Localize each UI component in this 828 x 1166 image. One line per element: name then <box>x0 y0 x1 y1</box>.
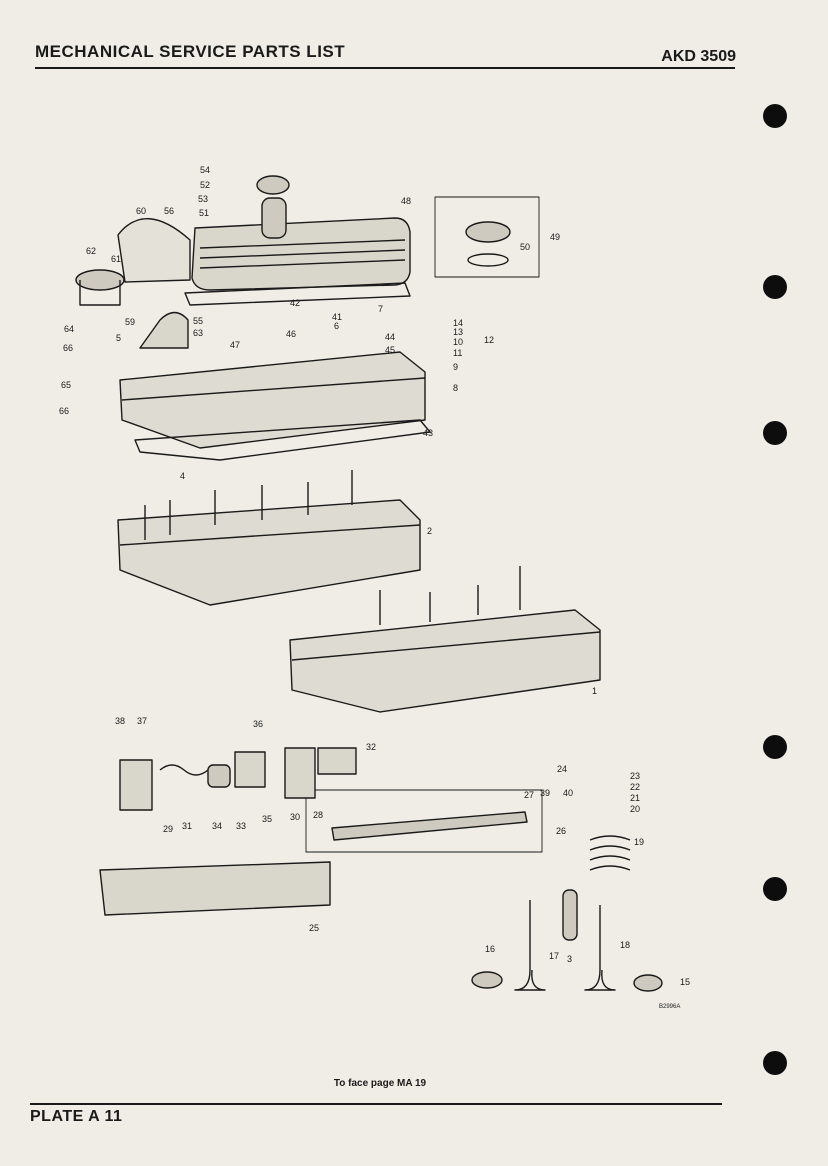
label-part: 46 <box>286 329 296 339</box>
rocker-shaft <box>331 811 528 841</box>
label-part: 41 <box>332 312 342 322</box>
punch-hole <box>763 421 787 445</box>
label-part: 62 <box>86 246 96 256</box>
plate-label: PLATE A 11 <box>30 1108 123 1125</box>
label-part: 56 <box>164 206 174 216</box>
label-part: 14 <box>453 318 463 328</box>
label-part: 44 <box>385 332 395 342</box>
label-part: 40 <box>563 788 573 798</box>
header-rule <box>35 67 735 69</box>
label-part: 45 <box>385 345 395 355</box>
cylinder-head-top <box>119 351 426 449</box>
label-part: 21 <box>630 793 640 803</box>
label-part: 39 <box>540 788 550 798</box>
label-part: 24 <box>557 764 567 774</box>
label-part: 38 <box>115 716 125 726</box>
label-part: 50 <box>520 242 530 252</box>
label-part: 66 <box>59 406 69 416</box>
label-part: 43 <box>423 428 433 438</box>
label-part: 63 <box>193 328 203 338</box>
label-part: 49 <box>550 232 560 242</box>
label-part: 17 <box>549 951 559 961</box>
label-part: 23 <box>630 771 640 781</box>
label-part: 11 <box>453 348 462 358</box>
label-part: 36 <box>253 719 263 729</box>
label-part: 2 <box>427 526 432 536</box>
label-part: 54 <box>200 165 210 175</box>
punch-hole <box>763 275 787 299</box>
label-part: 13 <box>453 327 463 337</box>
label-part: 42 <box>290 298 300 308</box>
footer-rule <box>30 1103 722 1105</box>
page-title: MECHANICAL SERVICE PARTS LIST <box>35 42 346 61</box>
label-part: 4 <box>180 471 185 481</box>
label-part: 37 <box>137 716 147 726</box>
drawing-reference: B2996A <box>659 1004 680 1010</box>
label-part: 35 <box>262 814 272 824</box>
label-part: 20 <box>630 804 640 814</box>
label-part: 53 <box>198 194 208 204</box>
punch-hole <box>763 735 787 759</box>
label-part: 61 <box>111 254 121 264</box>
label-part: 15 <box>680 977 690 987</box>
label-part: 1 <box>592 686 597 696</box>
label-part: 22 <box>630 782 640 792</box>
label-part: 52 <box>200 180 210 190</box>
cylinder-head-with-valves <box>289 609 601 713</box>
label-part: 32 <box>366 742 376 752</box>
label-part: 28 <box>313 810 323 820</box>
label-part: 12 <box>484 335 494 345</box>
label-part: 60 <box>136 206 146 216</box>
part-number-labels: 1 2 3 4 5 6 7 8 9 10 11 12 13 14 15 16 1… <box>59 165 690 1010</box>
label-part: 26 <box>556 826 566 836</box>
document-code: AKD 3509 <box>661 48 736 65</box>
face-page-caption: To face page MA 19 <box>333 1078 427 1089</box>
label-part: 9 <box>453 362 458 372</box>
label-part: 27 <box>524 790 534 800</box>
label-part: 64 <box>64 324 74 334</box>
label-part: 66 <box>63 343 73 353</box>
label-part: 8 <box>453 383 458 393</box>
label-part: 51 <box>199 208 209 218</box>
label-part: 30 <box>290 812 300 822</box>
label-part: 47 <box>230 340 240 350</box>
label-part: 10 <box>453 337 463 347</box>
label-part: 33 <box>236 821 246 831</box>
rocker-assembly <box>99 861 331 916</box>
label-part: 55 <box>193 316 203 326</box>
punch-hole <box>763 1051 787 1075</box>
label-part: 29 <box>163 824 173 834</box>
label-part: 34 <box>212 821 222 831</box>
label-part: 6 <box>334 321 339 331</box>
cylinder-head <box>117 499 421 606</box>
label-part: 5 <box>116 333 121 343</box>
label-part: 31 <box>182 821 192 831</box>
label-part: 48 <box>401 196 411 206</box>
punch-hole <box>763 877 787 901</box>
label-part: 16 <box>485 944 495 954</box>
label-part: 65 <box>61 380 71 390</box>
label-part: 25 <box>309 923 319 933</box>
label-part: 3 <box>567 954 572 964</box>
label-part: 7 <box>378 304 383 314</box>
punch-hole <box>763 104 787 128</box>
label-part: 19 <box>634 837 644 847</box>
label-part: 59 <box>125 317 135 327</box>
label-part: 18 <box>620 940 630 950</box>
